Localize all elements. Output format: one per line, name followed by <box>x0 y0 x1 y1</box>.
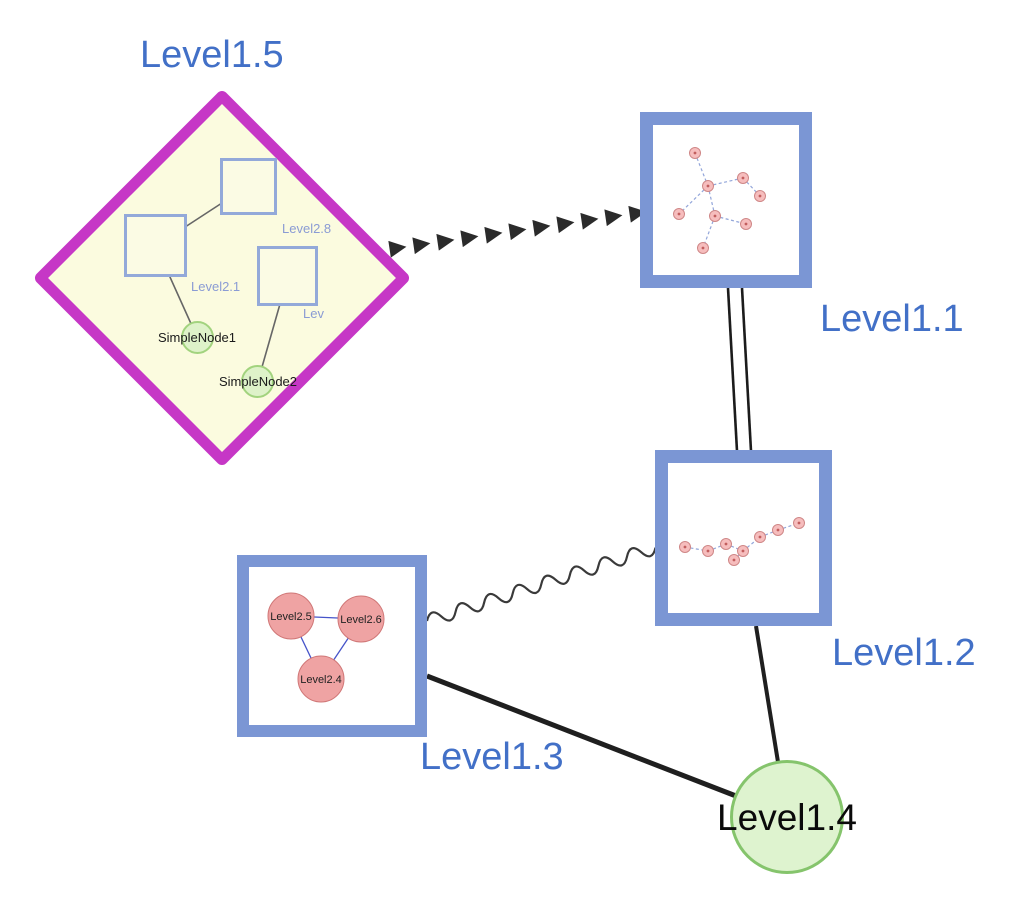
level1-1-node[interactable] <box>640 112 812 288</box>
edge-level13-level12[interactable] <box>425 541 657 627</box>
lev-label: Lev <box>303 306 324 321</box>
level1-1-label: Level1.1 <box>820 298 964 340</box>
level1-5-node[interactable] <box>32 88 412 468</box>
level2-8-node[interactable] <box>220 158 277 215</box>
subgraph-node-marks <box>677 151 762 250</box>
level1-2-label: Level1.2 <box>832 632 976 674</box>
level1-5-label: Level1.5 <box>140 34 284 76</box>
level2-6-label: Level2.6 <box>340 614 382 626</box>
edge-level11-level12[interactable] <box>726 287 753 452</box>
level2-5-node[interactable] <box>267 592 315 640</box>
subgraph-node-marks <box>683 521 801 562</box>
level2-8-label: Level2.8 <box>282 221 332 236</box>
lev-node[interactable] <box>257 246 318 306</box>
subgraph-nodes <box>673 147 766 254</box>
level1-3-subgraph: Level2.5 Level2.6 Level2.4 <box>267 592 385 703</box>
level1-1-subgraph <box>673 147 766 254</box>
simplenode2-label: SimpleNode2 <box>218 374 298 389</box>
level2-4-node[interactable] <box>297 655 345 703</box>
level2-4-label: Level2.4 <box>300 674 342 686</box>
level1-3-label: Level1.3 <box>420 736 564 778</box>
level1-3-node[interactable]: Level2.5 Level2.6 Level2.4 <box>237 555 427 737</box>
level1-4-node[interactable] <box>730 760 844 874</box>
level2-1-label: Level2.1 <box>191 279 241 294</box>
level1-2-subgraph <box>679 517 805 566</box>
edge-level12-level14[interactable] <box>754 625 780 763</box>
level2-1-node[interactable] <box>124 214 187 277</box>
subgraph-nodes <box>679 517 805 566</box>
simplenode1-label: SimpleNode1 <box>157 330 237 345</box>
subgraph-edges <box>678 152 761 249</box>
level2-6-node[interactable] <box>337 595 385 643</box>
level2-5-label: Level2.5 <box>270 611 312 623</box>
level1-4-label: Level1.4 <box>717 797 857 838</box>
level1-2-node[interactable] <box>655 450 832 626</box>
edge-level15-level11[interactable] <box>388 205 647 258</box>
